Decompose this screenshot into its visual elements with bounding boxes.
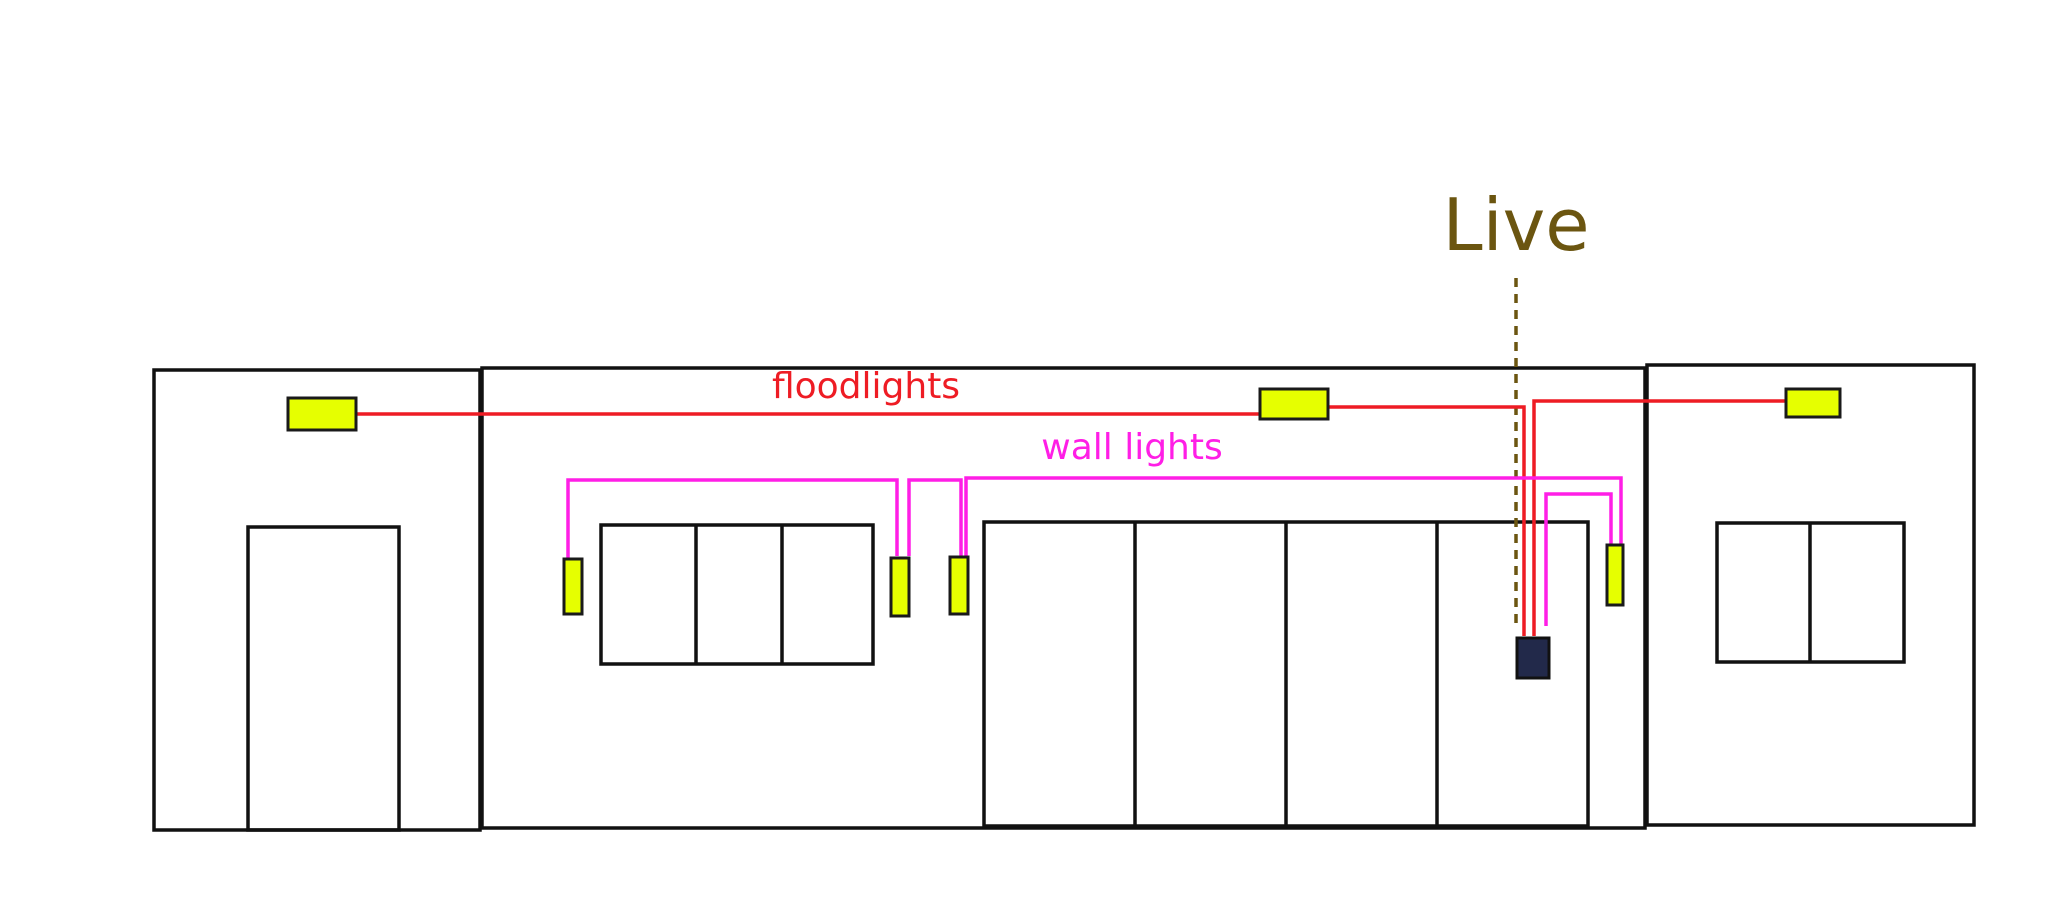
floodlight-1 xyxy=(286,396,358,432)
left-window xyxy=(599,523,875,666)
left-building-section xyxy=(152,368,482,832)
wall-light-1 xyxy=(562,557,584,616)
wall-light-2 xyxy=(889,556,911,618)
floodlight-3 xyxy=(1784,387,1842,419)
garage-doors xyxy=(982,520,1590,828)
wall-light-circuit xyxy=(566,476,1623,626)
live-label: Live xyxy=(1442,183,1589,267)
building xyxy=(152,363,1976,832)
right-building-section xyxy=(1645,363,1976,827)
wall-light-4 xyxy=(1605,543,1625,607)
floodlight-circuit xyxy=(356,399,1786,636)
switch-box xyxy=(1515,636,1551,680)
right-window xyxy=(1715,521,1906,664)
floodlights-label: floodlights xyxy=(772,366,960,407)
side-door xyxy=(246,525,401,832)
wall-light-3 xyxy=(948,555,970,616)
middle-building-section xyxy=(480,366,1647,830)
floodlight-2 xyxy=(1258,387,1330,421)
wall-lights-label: wall lights xyxy=(1041,427,1223,468)
